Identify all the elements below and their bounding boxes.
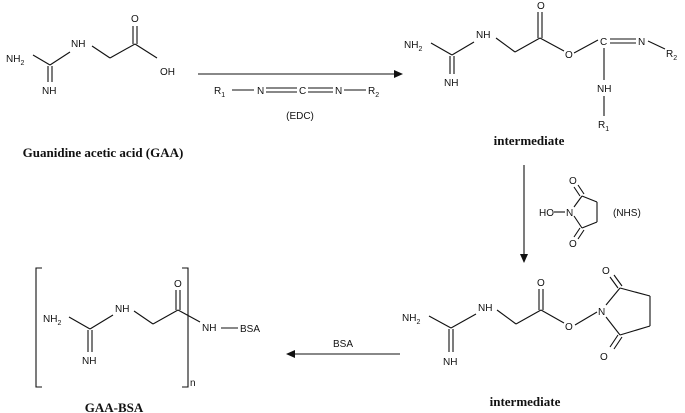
- int1-nh2-label: NH2: [404, 40, 422, 53]
- int1-bond: [573, 39, 599, 54]
- int1-bond: [514, 37, 541, 53]
- nhs-bond: [577, 229, 585, 240]
- edc-r2-label: R2: [368, 86, 379, 99]
- int2-imine-label: NH: [443, 357, 457, 368]
- int2-bond: [496, 309, 517, 325]
- bsa-step: BSA: [286, 339, 400, 358]
- nhs-bond: [577, 184, 585, 195]
- gaa-bsa-caption: GAA-BSA: [85, 400, 144, 413]
- nhs-bond: [573, 215, 583, 229]
- int2-n-label: N: [598, 307, 605, 318]
- int1-bond: [647, 40, 666, 50]
- bsa-label: BSA: [333, 339, 353, 350]
- int1-imine-label: NH: [444, 78, 458, 89]
- int2-bond: [450, 313, 477, 329]
- int2-o-carbonyl-label: O: [537, 278, 545, 289]
- int2-bond: [574, 311, 598, 326]
- gaa-oh-label: OH: [160, 67, 175, 78]
- product-bond: [152, 309, 179, 325]
- nhs-bond: [573, 227, 581, 238]
- int1-nh-lower-label: NH: [597, 84, 611, 95]
- nhs-ho-label: HO: [539, 208, 554, 219]
- gaa-caption: Guanidine acetic acid (GAA): [23, 145, 184, 160]
- int2-nh2-label: NH2: [402, 313, 420, 326]
- gaa-nh-label: NH: [71, 39, 85, 50]
- product-bond: [177, 309, 201, 323]
- int2-bond: [613, 336, 623, 350]
- product-n-subscript: n: [190, 378, 196, 389]
- intermediate-1-caption: intermediate: [494, 133, 565, 148]
- gaa-o-label: O: [131, 14, 139, 25]
- product-right-bracket: [182, 267, 189, 388]
- int2-bond: [540, 309, 565, 324]
- int2-bond: [515, 309, 542, 325]
- product-imine-label: NH: [82, 356, 96, 367]
- int1-bond: [539, 37, 565, 52]
- product-bond: [68, 316, 91, 330]
- edc-c-label: C: [299, 86, 306, 97]
- intermediate-1-molecule: NH2 NH NH O O C N R2 NH R1 intermediate: [404, 1, 677, 148]
- nhs-bond: [573, 195, 583, 208]
- nhs-bond: [581, 221, 598, 229]
- product-bond: [89, 314, 114, 330]
- int2-o-bottom-label: O: [600, 352, 608, 363]
- nhs-n-label: N: [566, 208, 573, 219]
- product-nh2-label: NH2: [43, 314, 61, 327]
- int1-o-ester-label: O: [565, 50, 573, 61]
- int1-bond: [495, 37, 516, 53]
- gaa-nh2-label: NH2: [6, 54, 24, 67]
- product-nh-link-label: NH: [202, 323, 216, 334]
- edc-r1-label: R1: [214, 86, 225, 99]
- int2-bond: [609, 276, 619, 289]
- gaa-bond: [49, 51, 71, 66]
- int1-c-label: C: [600, 37, 607, 48]
- gaa-bsa-molecule: n NH2 NH NH O NH BSA GAA-BSA: [35, 267, 260, 413]
- int2-bond: [619, 325, 651, 336]
- nhs-step: HO N O O (NHS): [520, 165, 641, 263]
- edc-step: R1 N C N R2 (EDC): [198, 70, 403, 122]
- nhs-o-top-label: O: [569, 176, 577, 187]
- intermediate-2-molecule: NH2 NH NH O O N O O intermediate: [402, 266, 651, 409]
- int2-o-ester-label: O: [565, 322, 573, 333]
- gaa-bond: [91, 45, 111, 59]
- int1-r2-label: R2: [666, 49, 677, 62]
- gaa-bond: [32, 54, 51, 66]
- gaa-imine-label: NH: [42, 86, 56, 97]
- int1-bond: [430, 42, 453, 56]
- int1-bond: [451, 41, 475, 56]
- edc-n1-label: N: [257, 86, 264, 97]
- int1-nh-label: NH: [476, 30, 490, 41]
- int2-o-top-label: O: [602, 266, 610, 277]
- nhs-label: (NHS): [613, 208, 641, 219]
- gaa-bond: [134, 43, 158, 59]
- product-bond: [133, 310, 154, 325]
- gaa-bond: [109, 43, 136, 59]
- product-o-label: O: [174, 279, 182, 290]
- edc-n2-label: N: [335, 86, 342, 97]
- int1-n-label: N: [638, 37, 645, 48]
- intermediate-2-caption: intermediate: [490, 394, 561, 409]
- nhs-bond: [581, 195, 598, 203]
- int1-r1-label: R1: [598, 120, 609, 133]
- int2-bond: [613, 274, 623, 287]
- product-nh-label: NH: [115, 304, 129, 315]
- int2-bond: [619, 287, 651, 297]
- int2-bond: [605, 287, 621, 306]
- int1-o-carbonyl-label: O: [537, 1, 545, 12]
- int2-bond: [609, 334, 619, 348]
- int2-nh-label: NH: [478, 303, 492, 314]
- product-left-bracket: [35, 267, 42, 388]
- int2-bond: [428, 315, 452, 329]
- gaa-molecule: NH2 NH NH O OH Guanidine acetic acid (GA…: [6, 14, 183, 160]
- int2-bond: [605, 316, 621, 336]
- product-bsa-label: BSA: [240, 324, 260, 335]
- edc-label: (EDC): [286, 111, 314, 122]
- nhs-bond: [573, 186, 581, 197]
- nhs-o-bottom-label: O: [569, 239, 577, 250]
